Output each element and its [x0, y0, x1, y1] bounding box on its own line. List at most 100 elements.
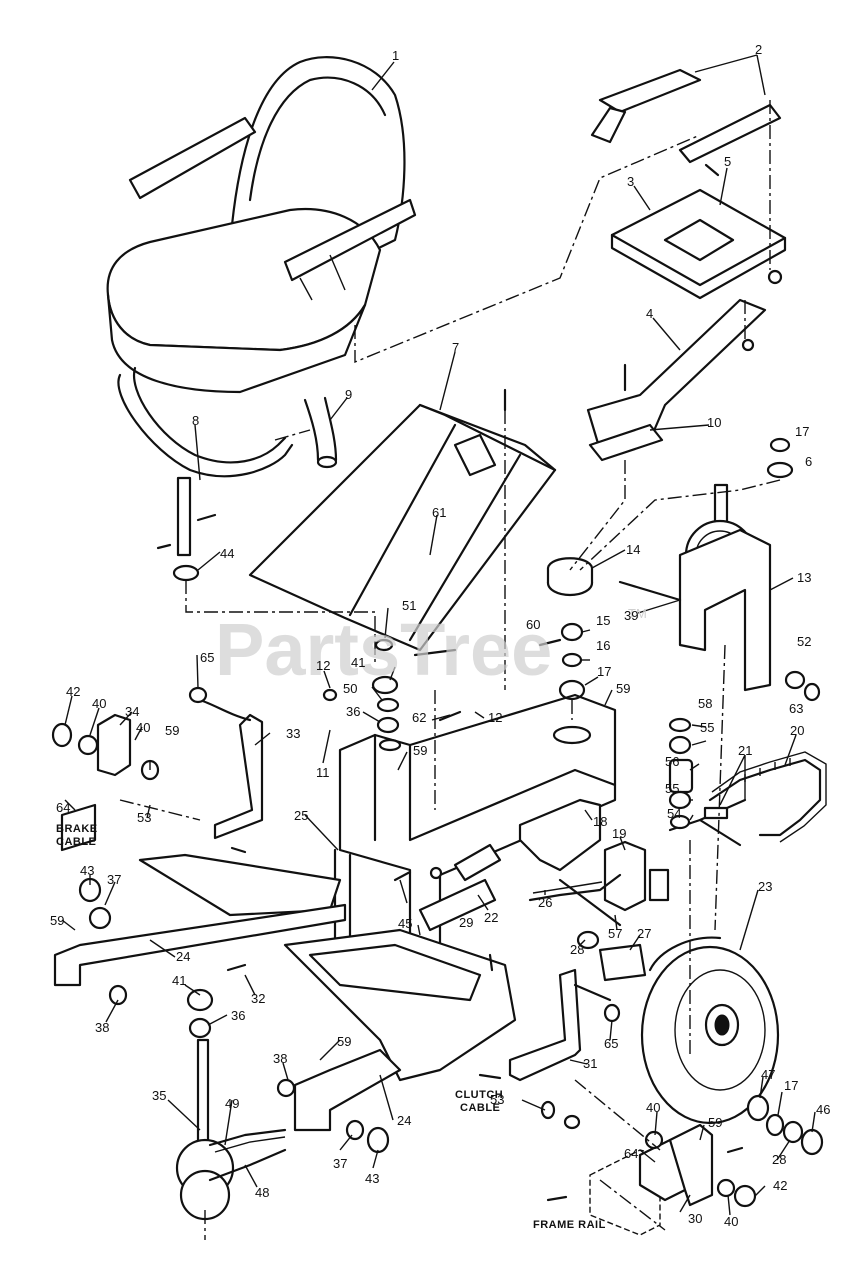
chain-57[interactable] [528, 873, 622, 927]
callout-57: 57 [608, 926, 622, 941]
callout-56: 56 [665, 754, 679, 769]
bracket-18[interactable] [518, 798, 602, 872]
seat-rails[interactable] [590, 68, 782, 164]
drive-chain-20[interactable] [708, 751, 827, 843]
watermark-trademark: TM [628, 606, 647, 621]
callout-53-right: 53 [490, 1092, 504, 1107]
nut-stack[interactable] [558, 622, 586, 701]
seat[interactable] [106, 56, 417, 394]
callout-38-right: 38 [273, 1051, 287, 1066]
callout-17-top: 17 [795, 424, 809, 439]
callout-55-bottom: 55 [665, 781, 679, 796]
callout-55-top: 55 [700, 720, 714, 735]
callout-59-d: 59 [50, 913, 64, 928]
callout-36-top: 36 [346, 704, 360, 719]
callout-63: 63 [789, 701, 803, 716]
brake-plates[interactable] [60, 713, 132, 852]
frame-rail[interactable] [589, 1123, 714, 1236]
callout-39: 39 [624, 608, 638, 623]
callout-26: 26 [538, 895, 552, 910]
callout-64-right: 64 [624, 1146, 638, 1161]
dust-cap[interactable] [546, 557, 594, 597]
callout-47: 47 [761, 1067, 775, 1082]
callout-60: 60 [526, 617, 540, 632]
callout-62: 62 [412, 710, 426, 725]
callout-40-a: 40 [92, 696, 106, 711]
callout-15: 15 [596, 613, 610, 628]
callout-24-right: 24 [397, 1113, 411, 1128]
callout-14: 14 [626, 542, 640, 557]
leader-lines [61, 54, 816, 1216]
callout-17-wheel: 17 [784, 1078, 798, 1093]
clutch-cable-caption-line2: CABLE [460, 1102, 500, 1114]
hardware[interactable] [51, 163, 824, 1208]
callout-8: 8 [192, 413, 199, 428]
main-frame[interactable] [333, 693, 617, 957]
callout-43-left: 43 [80, 863, 94, 878]
callout-16: 16 [596, 638, 610, 653]
cross-tube[interactable] [418, 843, 502, 932]
sprocket-chain[interactable] [175, 1038, 287, 1221]
pivot-block-19[interactable] [603, 840, 670, 912]
foot-pan[interactable] [248, 403, 557, 652]
callout-9: 9 [345, 387, 352, 402]
callout-31: 31 [583, 1056, 597, 1071]
callout-48: 48 [255, 1185, 269, 1200]
callout-41-top: 41 [351, 655, 365, 670]
callout-7: 7 [452, 340, 459, 355]
callout-27: 27 [637, 926, 651, 941]
callout-59-b: 59 [413, 743, 427, 758]
callout-21: 21 [738, 743, 752, 758]
callout-65-left: 65 [200, 650, 214, 665]
callout-6: 6 [805, 454, 812, 469]
callout-40-b: 40 [136, 720, 150, 735]
clutch-cable-caption-line1: CLUTCH [455, 1089, 503, 1101]
callout-61: 61 [432, 505, 446, 520]
callout-22: 22 [484, 910, 498, 925]
seat-support-arm[interactable] [586, 298, 767, 462]
callout-3: 3 [627, 174, 634, 189]
callout-40-d: 40 [724, 1214, 738, 1229]
callout-2: 2 [755, 42, 762, 57]
callout-23: 23 [758, 879, 772, 894]
callout-37-left: 37 [107, 872, 121, 887]
callout-30: 30 [688, 1211, 702, 1226]
seat-plate[interactable] [610, 188, 787, 300]
frame-rail-caption: FRAME RAIL [533, 1219, 606, 1231]
watermark-text: PartsTree [215, 608, 552, 691]
callout-49: 49 [225, 1096, 239, 1111]
callout-46: 46 [816, 1102, 830, 1117]
callout-37-right: 37 [333, 1156, 347, 1171]
bushing-6[interactable] [766, 437, 794, 479]
callout-42-right: 42 [773, 1178, 787, 1193]
callout-17-stack: 17 [597, 664, 611, 679]
callout-52: 52 [797, 634, 811, 649]
brake-pedal-arm[interactable] [198, 698, 264, 840]
callout-numbers: 1 2 3 4 5 6 7 8 9 10 11 12 12 13 14 15 1… [50, 42, 830, 1229]
grab-handle[interactable] [117, 366, 294, 582]
steering-bracket[interactable] [678, 528, 772, 692]
callout-59-f: 59 [708, 1115, 722, 1130]
callout-29: 29 [459, 915, 473, 930]
callout-50: 50 [343, 681, 357, 696]
brake-cable-caption-line2: CABLE [56, 836, 96, 848]
callout-59-a: 59 [165, 723, 179, 738]
callout-25: 25 [294, 808, 308, 823]
pin-27[interactable] [598, 943, 647, 982]
callout-20: 20 [790, 723, 804, 738]
callout-59-e: 59 [337, 1034, 351, 1049]
hose[interactable] [303, 396, 338, 469]
clutch-pedal-arm[interactable] [508, 968, 612, 1082]
callout-13: 13 [797, 570, 811, 585]
assembly-lines [119, 100, 781, 1240]
watermark: PartsTree TM [215, 606, 647, 691]
callout-64-left: 64 [56, 800, 70, 815]
callout-53-left: 53 [137, 810, 151, 825]
wheel[interactable] [640, 936, 780, 1125]
footrest-right[interactable] [283, 928, 517, 1132]
callout-51: 51 [402, 598, 416, 613]
callout-35: 35 [152, 1088, 166, 1103]
callout-38-left: 38 [95, 1020, 109, 1035]
footrest-left[interactable] [53, 853, 347, 987]
